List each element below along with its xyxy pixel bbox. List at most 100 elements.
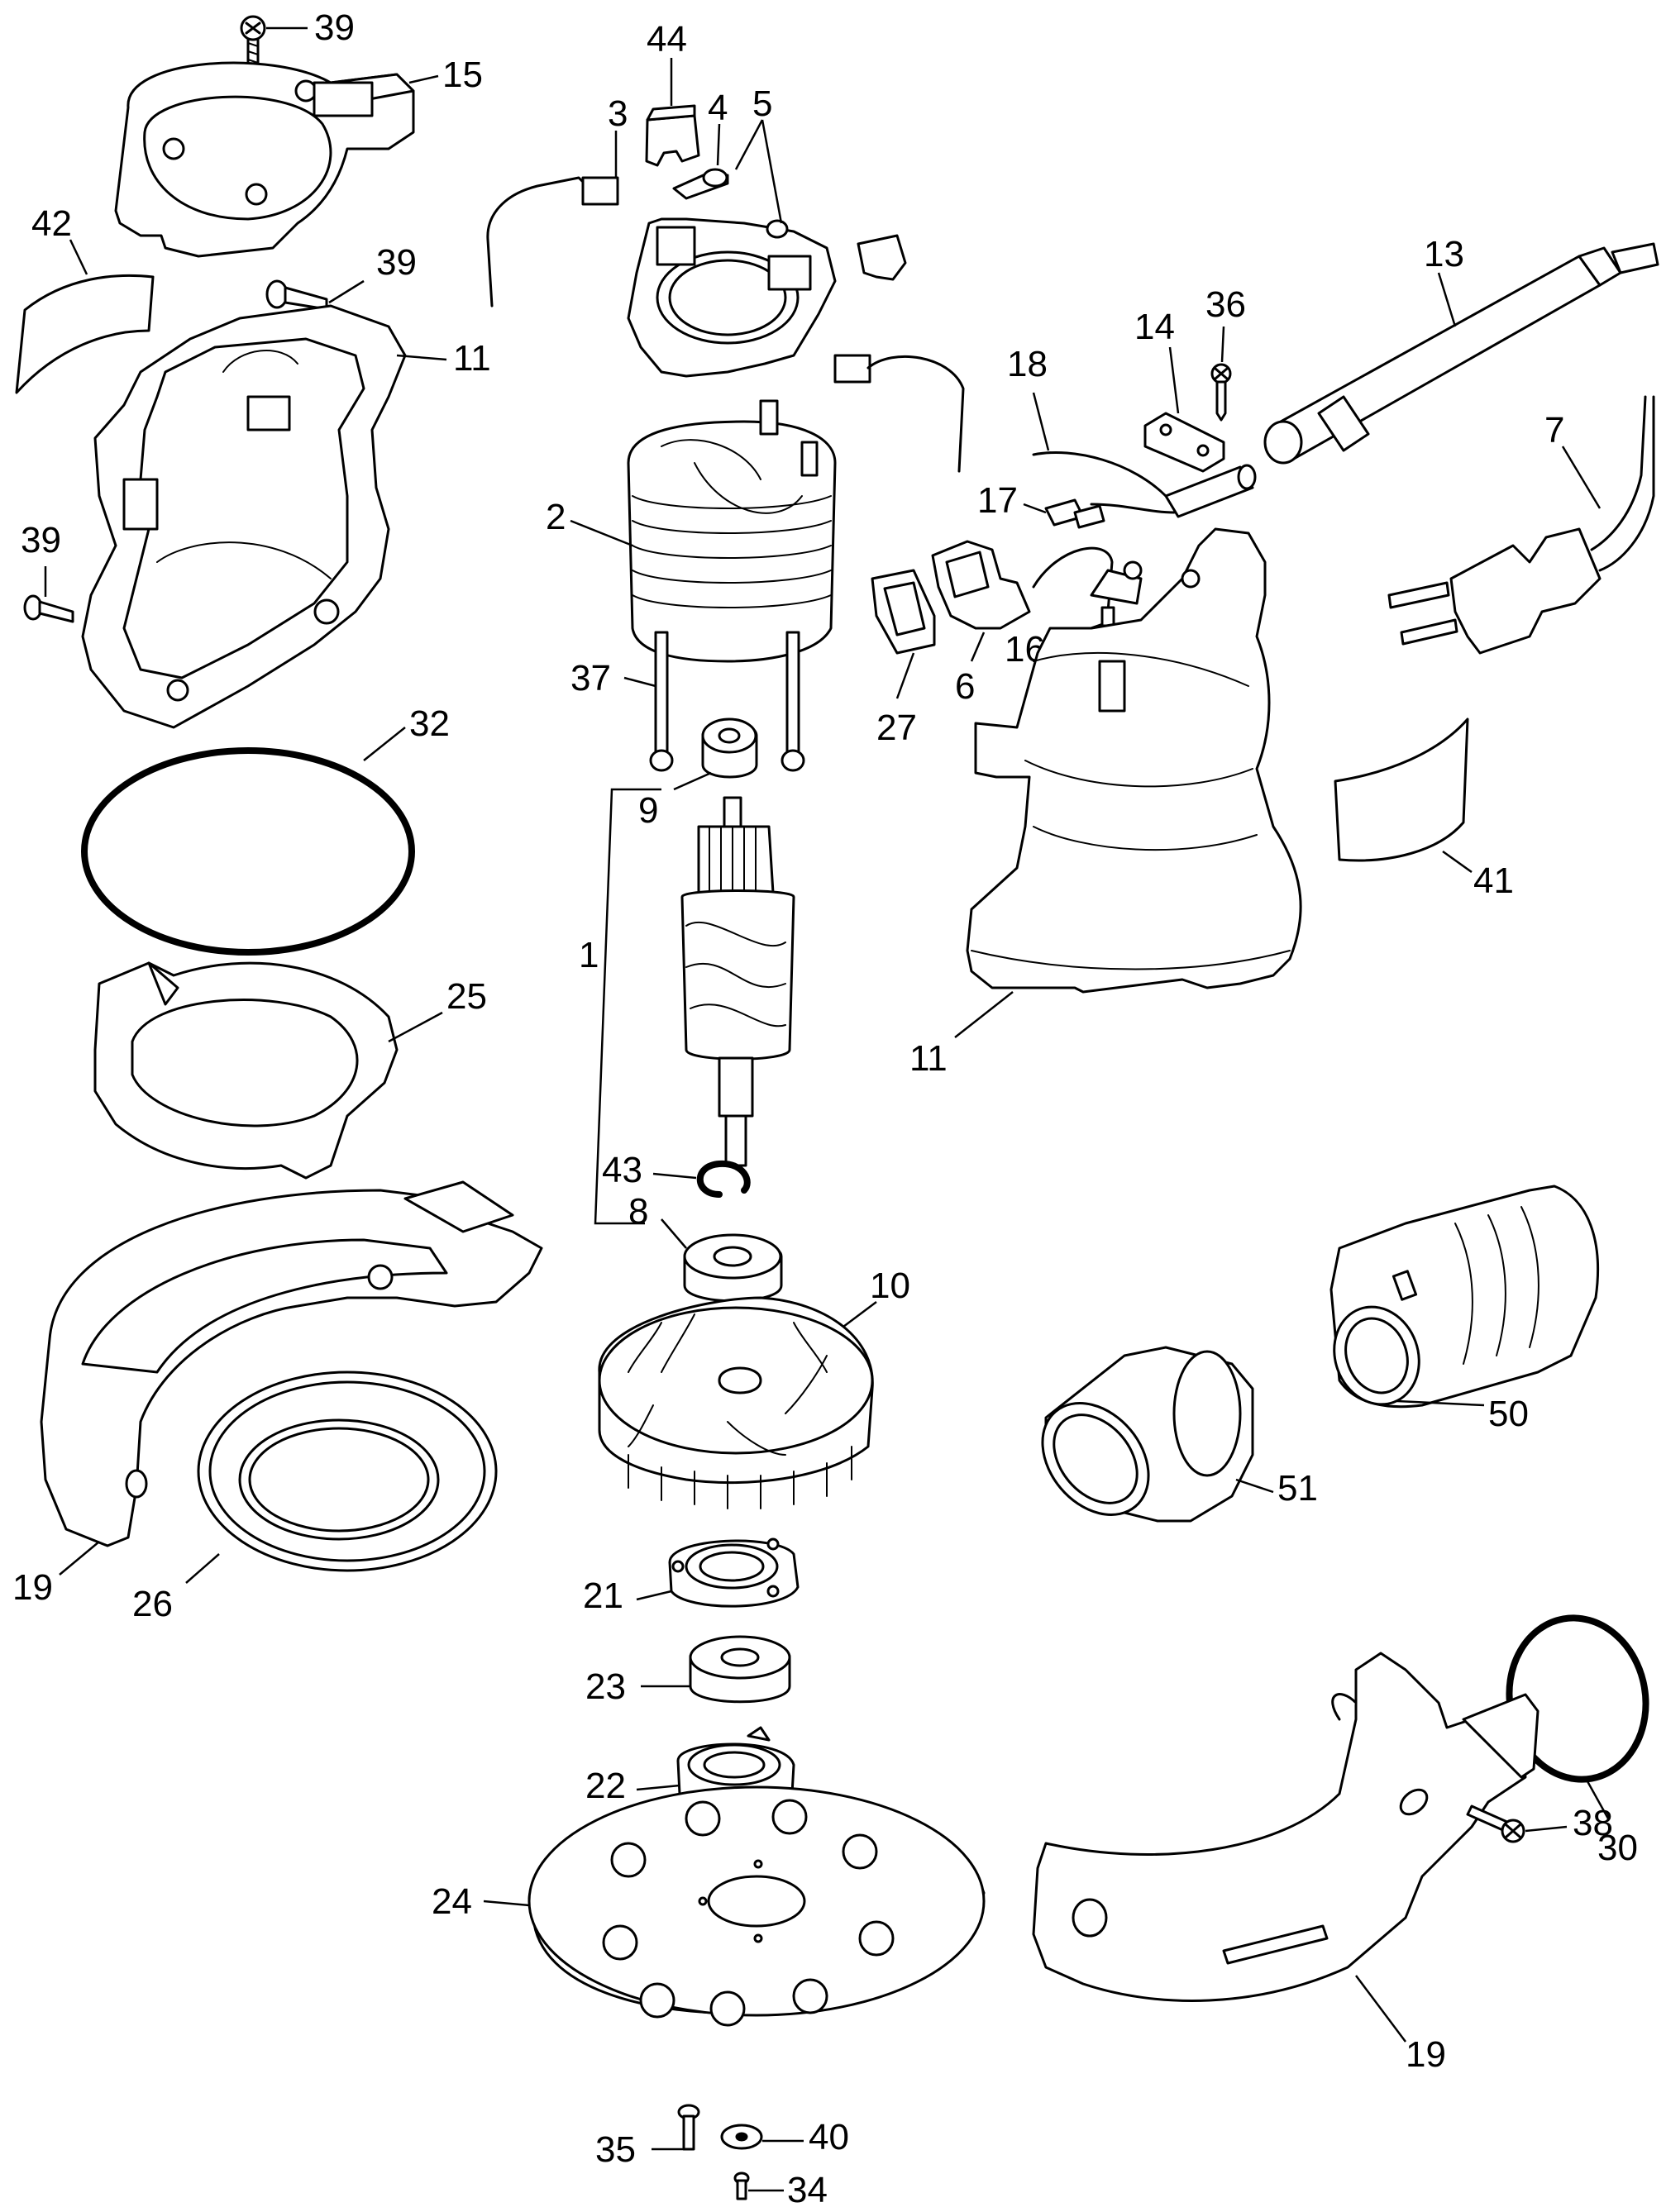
callout-11b: 11: [909, 1038, 948, 1079]
leader-19a: [59, 1541, 100, 1576]
part-27-switch-cover: [871, 569, 936, 655]
callout-39b: 39: [376, 242, 417, 283]
callout-24: 24: [432, 1881, 472, 1922]
callout-26: 26: [132, 1584, 173, 1624]
callout-18: 18: [1007, 344, 1048, 384]
callout-36: 36: [1205, 284, 1246, 325]
callout-40: 40: [809, 2117, 849, 2157]
leader-15: [408, 74, 439, 84]
callout-23: 23: [585, 1666, 626, 1707]
part-9-bearing: [701, 717, 758, 779]
leader-2: [570, 519, 633, 547]
callout-19a: 19: [12, 1567, 53, 1608]
part-32-oring: [81, 747, 415, 956]
part-4-clip: [672, 168, 729, 200]
leader-51: [1235, 1478, 1274, 1494]
callout-43: 43: [602, 1150, 642, 1190]
leader-36: [1220, 326, 1225, 363]
part-7-cord: [1387, 395, 1655, 655]
leader-10: [843, 1301, 877, 1328]
leader-41: [1442, 850, 1473, 874]
part-19-shroud-left: [40, 1180, 543, 1547]
callout-42: 42: [31, 203, 72, 244]
part-39-screw-left: [23, 594, 74, 623]
leader-1: [594, 788, 661, 1225]
callout-38: 38: [1573, 1803, 1613, 1843]
part-17-connector: [1044, 498, 1105, 529]
callout-14: 14: [1134, 307, 1175, 347]
leader-42: [69, 239, 88, 275]
part-6-switch: [931, 540, 1031, 630]
callout-27: 27: [876, 708, 917, 748]
leader-39b: [328, 279, 365, 304]
leader-25: [388, 1011, 443, 1043]
callout-2: 2: [546, 497, 566, 537]
part-40-washer: [720, 2124, 763, 2150]
leader-11b: [954, 991, 1014, 1038]
part-34-screw: [733, 2171, 750, 2200]
leader-7: [1561, 446, 1602, 509]
callout-50: 50: [1488, 1394, 1529, 1434]
callout-3: 3: [608, 93, 628, 134]
leader-4: [716, 123, 721, 166]
part-16-lead: [1032, 546, 1115, 627]
callout-7: 7: [1544, 410, 1564, 451]
part-14-clamp: [1143, 412, 1225, 473]
leader-27: [895, 652, 915, 699]
leader-50: [1396, 1399, 1485, 1407]
part-51-adapter: [1041, 1346, 1254, 1523]
part-43-circlip: [696, 1160, 751, 1198]
callout-8: 8: [628, 1191, 648, 1232]
callout-35: 35: [595, 2129, 636, 2170]
leader-17: [1023, 503, 1047, 514]
callout-9: 9: [638, 790, 658, 831]
part-35-screw: [677, 2104, 700, 2151]
leader-5b: [761, 119, 783, 224]
leader-9: [673, 771, 712, 791]
part-36-screw: [1210, 363, 1232, 422]
leader-6: [970, 632, 986, 662]
callout-19b: 19: [1406, 2034, 1446, 2075]
part-5-brush-holder: [627, 217, 837, 378]
part-41-label: [1334, 717, 1469, 862]
part-brush-cap-2: [857, 234, 907, 281]
callout-51: 51: [1277, 1468, 1318, 1509]
callout-32: 32: [409, 703, 450, 744]
leader-30: [1586, 1781, 1610, 1819]
leader-11a: [396, 354, 447, 361]
part-15-top-cover: [114, 61, 415, 258]
part-8-bearing: [683, 1233, 783, 1303]
part-50-canister: [1329, 1185, 1600, 1409]
leader-32: [363, 727, 406, 761]
callout-34: 34: [787, 2170, 828, 2210]
part-11-housing-right: [966, 527, 1302, 994]
callout-6: 6: [955, 666, 975, 707]
callout-17: 17: [977, 480, 1018, 521]
callout-1: 1: [579, 935, 599, 975]
callout-15: 15: [442, 55, 483, 95]
callout-21: 21: [583, 1576, 623, 1616]
part-11-housing-left: [81, 304, 407, 729]
callout-30: 30: [1597, 1828, 1638, 1868]
callout-25: 25: [446, 976, 487, 1017]
leader-21: [636, 1590, 672, 1601]
leader-18: [1032, 392, 1050, 451]
callout-11a: 11: [453, 338, 491, 379]
part-24-pad: [527, 1785, 986, 2027]
part-1-armature: [680, 796, 795, 1167]
part-26-gasket: [197, 1371, 498, 1572]
part-18-capacitor: [1032, 451, 1257, 518]
leader-14: [1168, 346, 1180, 414]
leader-22: [636, 1784, 680, 1791]
part-10-fan: [598, 1296, 874, 1509]
callout-44: 44: [647, 19, 687, 60]
leader-19b: [1355, 1975, 1406, 2043]
callout-5: 5: [752, 83, 772, 124]
part-13-cord-protector: [1263, 242, 1659, 465]
part-2-stator: [627, 399, 837, 663]
part-37-screws: [649, 631, 805, 772]
leader-8: [661, 1218, 687, 1249]
part-25-ring: [93, 961, 399, 1180]
leader-13: [1437, 272, 1457, 327]
leader-5a: [734, 119, 764, 170]
